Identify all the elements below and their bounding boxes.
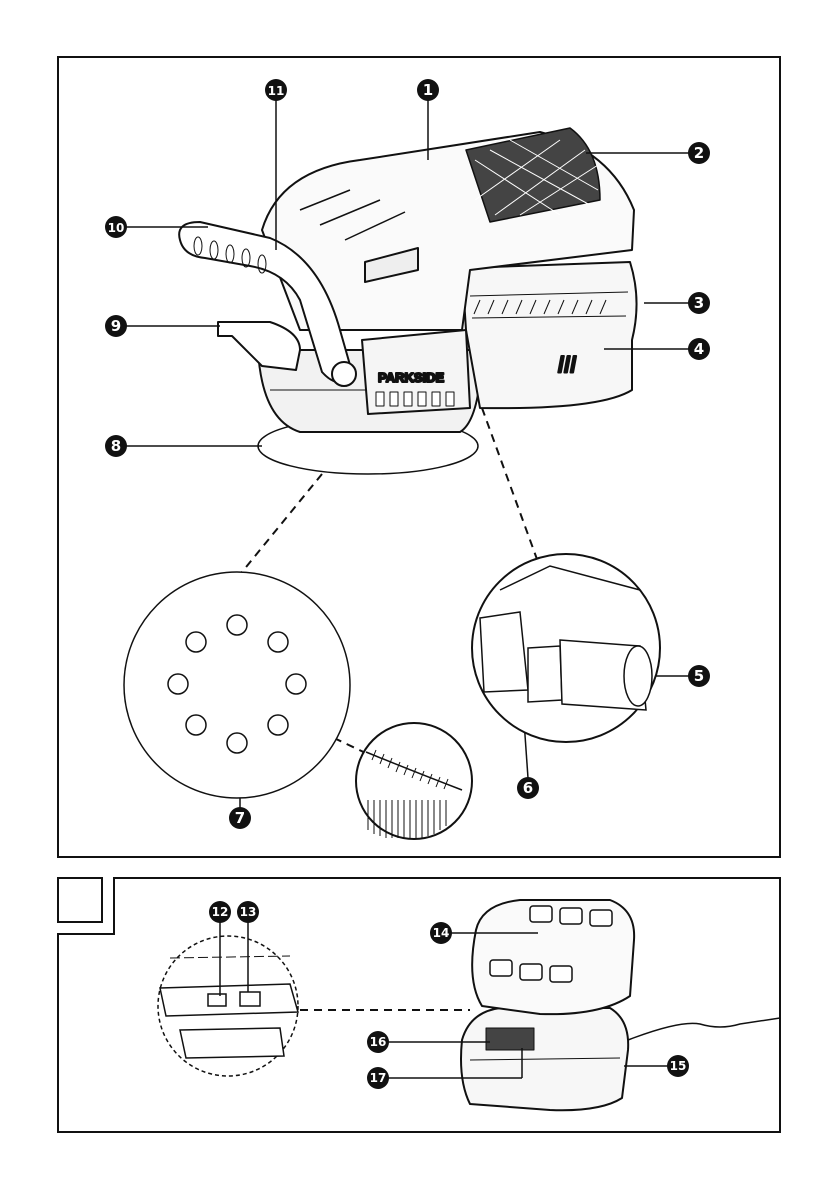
callout-10: 10 <box>105 216 127 238</box>
brand-label: PARKSIDE <box>378 370 445 385</box>
svg-text:1: 1 <box>423 81 433 99</box>
svg-text:13: 13 <box>240 905 257 919</box>
svg-text:10: 10 <box>108 221 125 235</box>
svg-text:5: 5 <box>694 667 704 685</box>
callout-14: 14 <box>430 922 452 944</box>
dust-adapter-detail <box>472 554 660 742</box>
callout-3: 3 <box>688 292 710 314</box>
svg-text:16: 16 <box>370 1035 387 1049</box>
hook-loop-detail <box>356 723 472 839</box>
svg-text:8: 8 <box>111 437 121 455</box>
svg-text:7: 7 <box>235 809 245 827</box>
svg-text:2: 2 <box>694 144 704 162</box>
sander-illustration: /// PARKSIDE <box>179 128 636 474</box>
sanding-sheet <box>124 572 350 798</box>
callout-12: 12 <box>209 901 231 923</box>
svg-text:17: 17 <box>370 1071 387 1085</box>
svg-text:3: 3 <box>694 294 704 312</box>
svg-text:11: 11 <box>268 84 285 98</box>
figure-b-tab <box>58 878 102 922</box>
dust-port <box>218 322 300 370</box>
callout-17: 17 <box>367 1067 389 1089</box>
battery-pack <box>462 262 637 408</box>
svg-text:15: 15 <box>670 1059 687 1073</box>
callout-16: 16 <box>367 1031 389 1053</box>
svg-text:12: 12 <box>212 905 229 919</box>
svg-text:9: 9 <box>111 317 121 335</box>
callout-1: 1 <box>417 79 439 101</box>
callout-8: 8 <box>105 435 127 457</box>
svg-text:4: 4 <box>694 340 704 358</box>
charger-cable <box>628 1018 780 1040</box>
callout-13: 13 <box>237 901 259 923</box>
callout-9: 9 <box>105 315 127 337</box>
callout-7: 7 <box>229 807 251 829</box>
callout-4: 4 <box>688 338 710 360</box>
callout-2: 2 <box>688 142 710 164</box>
callout-11: 11 <box>265 79 287 101</box>
callout-15: 15 <box>667 1055 689 1077</box>
callout-6: 6 <box>517 777 539 799</box>
svg-text:14: 14 <box>433 926 450 940</box>
usb-port-detail <box>158 936 298 1076</box>
svg-text:6: 6 <box>523 779 533 797</box>
battery-slash-mark: /// <box>558 352 576 377</box>
callout-5: 5 <box>688 665 710 687</box>
